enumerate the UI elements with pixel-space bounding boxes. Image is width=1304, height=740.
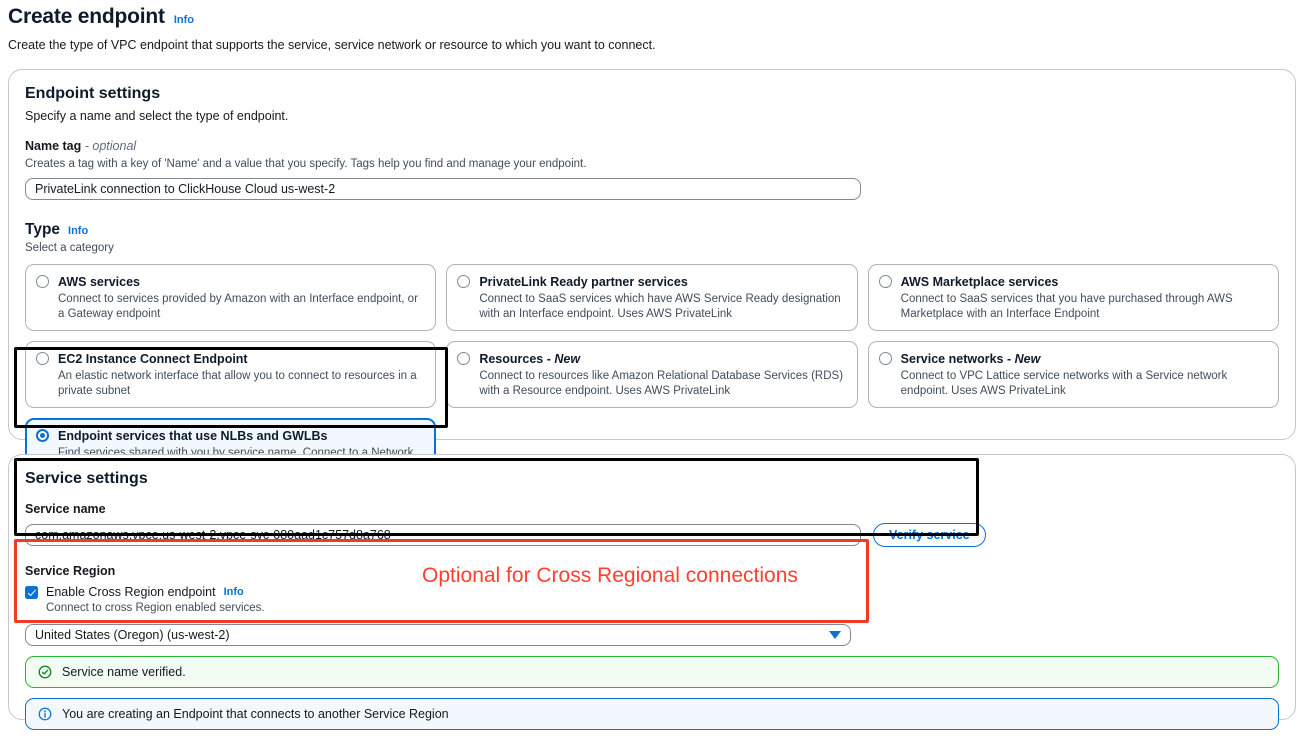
cross-region-info-link[interactable]: Info — [223, 586, 244, 598]
type-option-title: PrivateLink Ready partner services — [479, 275, 688, 289]
type-option-title: Endpoint services that use NLBs and GWLB… — [58, 429, 328, 443]
enable-cross-region-label: Enable Cross Region endpoint — [46, 585, 216, 599]
service-region-group: Service Region Enable Cross Region endpo… — [25, 563, 1279, 646]
name-tag-label-text: Name tag — [25, 139, 82, 153]
service-name-label: Service name — [25, 502, 106, 516]
service-settings-title: Service settings — [25, 470, 148, 487]
radio-icon[interactable] — [878, 352, 892, 365]
name-tag-optional-suffix: - optional — [84, 139, 137, 153]
type-option-description: Connect to SaaS services that you have p… — [900, 293, 1233, 320]
type-option-title: Service networks - New — [900, 352, 1041, 366]
name-tag-field: Name tag - optional Creates a tag with a… — [25, 138, 1279, 200]
page-description: Create the type of VPC endpoint that sup… — [8, 38, 656, 52]
type-option-aws-marketplace-services[interactable]: AWS Marketplace services Connect to SaaS… — [867, 264, 1279, 331]
radio-icon[interactable] — [878, 275, 892, 288]
annotation-note-cross-regional: Optional for Cross Regional connections — [422, 564, 798, 587]
type-option-description: Connect to resources like Amazon Relatio… — [479, 370, 844, 397]
annotation-box-service-region: Optional for Cross Regional connections — [14, 539, 869, 623]
alert-text: You are creating an Endpoint that connec… — [62, 707, 449, 721]
type-option-ec2-instance-connect-endpoint[interactable]: EC2 Instance Connect Endpoint An elastic… — [25, 341, 437, 408]
check-circle-icon — [38, 665, 52, 679]
type-sub-label: Select a category — [25, 242, 114, 254]
type-option-description: Connect to VPC Lattice service networks … — [900, 370, 1228, 397]
alert-text: Service name verified. — [62, 665, 186, 679]
type-option-title: EC2 Instance Connect Endpoint — [58, 352, 248, 366]
type-option-privatelink-ready-partner-services[interactable]: PrivateLink Ready partner services Conne… — [446, 264, 858, 331]
enable-cross-region-row[interactable]: Enable Cross Region endpoint Info — [25, 584, 1279, 600]
chevron-down-icon[interactable] — [829, 631, 841, 639]
service-region-select[interactable]: United States (Oregon) (us-west-2) — [25, 624, 851, 646]
type-option-title: Resources - New — [479, 352, 581, 366]
type-option-description: Connect to SaaS services which have AWS … — [479, 293, 841, 320]
type-option-service-networks[interactable]: Service networks - New Connect to VPC La… — [867, 341, 1279, 408]
type-option-title: AWS Marketplace services — [900, 275, 1059, 289]
page-title-row: Create endpoint Info — [8, 4, 1296, 30]
info-circle-icon — [38, 707, 52, 721]
type-option-description: Connect to services provided by Amazon w… — [58, 293, 418, 320]
radio-icon[interactable] — [36, 275, 49, 288]
service-region-label: Service Region — [25, 564, 116, 578]
radio-icon-selected[interactable] — [36, 429, 49, 442]
type-option-resources[interactable]: Resources - New Connect to resources lik… — [446, 341, 858, 408]
radio-icon[interactable] — [36, 352, 49, 365]
radio-icon[interactable] — [457, 275, 471, 288]
name-tag-input[interactable]: PrivateLink connection to ClickHouse Clo… — [25, 178, 861, 200]
page-header: Create endpoint Info Create the type of … — [0, 0, 1304, 53]
type-header-row: Type Info — [25, 220, 1279, 239]
name-tag-label: Name tag - optional — [25, 138, 1279, 154]
endpoint-settings-panel: Endpoint settings Specify a name and sel… — [8, 69, 1296, 500]
endpoint-settings-title: Endpoint settings — [25, 85, 161, 102]
type-info-link[interactable]: Info — [68, 225, 89, 237]
page-title: Create endpoint — [8, 5, 165, 28]
enable-cross-region-hint: Connect to cross Region enabled services… — [46, 602, 265, 614]
alert-service-name-verified: Service name verified. — [25, 656, 1279, 688]
name-tag-hint: Creates a tag with a key of 'Name' and a… — [25, 158, 587, 170]
service-settings-panel: Service settings Service name com.amazon… — [8, 454, 1296, 730]
verify-service-button[interactable]: Verify service — [873, 523, 986, 547]
type-label: Type — [25, 221, 61, 238]
endpoint-settings-description: Specify a name and select the type of en… — [25, 109, 289, 123]
radio-icon[interactable] — [457, 352, 471, 365]
type-option-title: AWS services — [58, 275, 140, 289]
alert-cross-region-notice: You are creating an Endpoint that connec… — [25, 698, 1279, 730]
page-info-link[interactable]: Info — [173, 14, 195, 26]
service-region-selected-value: United States (Oregon) (us-west-2) — [35, 628, 230, 642]
checkbox-icon-checked[interactable] — [25, 585, 38, 599]
type-option-aws-services[interactable]: AWS services Connect to services provide… — [25, 264, 437, 331]
type-option-description: An elastic network interface that allow … — [58, 370, 417, 397]
